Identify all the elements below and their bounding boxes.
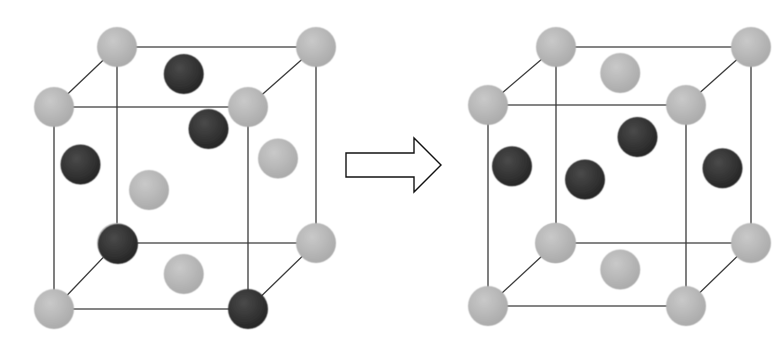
light-atom-corner-front-bottom-right (666, 286, 706, 326)
unit-cell-after (468, 27, 771, 326)
dark-atom-face-center-top (163, 54, 204, 94)
light-atom-face-center-bottom (163, 254, 204, 294)
light-atom-corner-back-bottom-right (296, 223, 336, 263)
light-atom-face-center-front (129, 170, 169, 210)
dark-atom-corner-front-bottom-right (228, 289, 268, 329)
light-atom-corner-front-bottom-left (34, 289, 74, 329)
light-atom-corner-back-top-left (536, 27, 576, 67)
light-atom-corner-front-top-right (666, 85, 706, 125)
light-atom-face-center-bottom (600, 249, 641, 290)
dark-atom-edge-atom-front-left-lower (98, 224, 138, 264)
light-atom-corner-front-bottom-left (468, 286, 508, 326)
right-arrow-icon (345, 136, 442, 194)
light-atom-corner-front-top-left (34, 87, 74, 127)
dark-atom-face-center-right (702, 148, 743, 189)
dark-atom-face-center-back (188, 109, 229, 149)
arrow-outline (345, 136, 442, 194)
light-atom-edge-atom-front-left-lower (535, 223, 575, 263)
light-atom-corner-front-top-left (468, 85, 508, 125)
light-atom-corner-front-top-right (228, 87, 268, 127)
light-atom-face-center-top (600, 53, 641, 93)
light-atom-corner-back-top-left (97, 27, 137, 67)
dark-atom-face-center-front (565, 159, 605, 200)
dark-atom-face-center-left (60, 144, 101, 185)
unit-cell-before (34, 27, 336, 329)
dark-atom-face-center-back (617, 117, 658, 157)
dark-atom-face-center-left (492, 146, 532, 187)
light-atom-corner-back-bottom-right (731, 223, 771, 263)
light-atom-corner-back-top-right (731, 27, 771, 67)
light-atom-corner-back-top-right (296, 27, 336, 67)
light-atom-face-center-right (258, 138, 298, 179)
